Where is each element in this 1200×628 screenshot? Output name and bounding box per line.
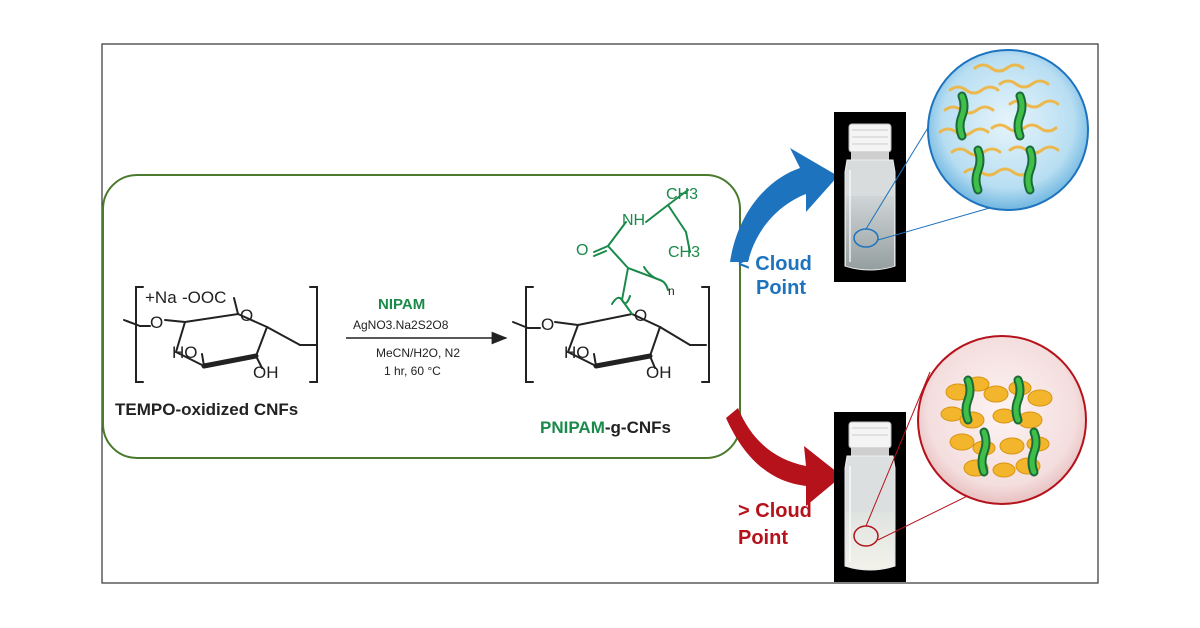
reactant-link-o: O bbox=[150, 313, 164, 332]
product-ho: HO bbox=[564, 343, 590, 362]
product-link-o: O bbox=[541, 315, 555, 334]
condition-1: AgNO3.Na2S2O8 bbox=[353, 318, 449, 332]
product-carbonyl-o: O bbox=[576, 242, 589, 259]
condition-2: MeCN/H2O, N2 bbox=[376, 346, 461, 360]
bubble-dispersed bbox=[927, 49, 1089, 211]
below-cloud-point-label-2: Point bbox=[756, 277, 806, 299]
zoom-line-blue-bottom bbox=[877, 204, 1001, 241]
reactant-label: TEMPO-oxidized CNFs bbox=[115, 400, 299, 419]
below-cloud-point-label: < Cloud bbox=[738, 252, 812, 276]
product-n-subscript: n bbox=[668, 284, 675, 298]
below-sign: < bbox=[738, 253, 750, 275]
reaction-box bbox=[102, 174, 741, 459]
product-label: PNIPAM-g-CNFs bbox=[540, 418, 671, 438]
reactant-oh: OH bbox=[253, 363, 279, 382]
product-label-rest: -g-CNFs bbox=[604, 418, 671, 437]
above-cloud-point-label-2: Point bbox=[738, 527, 788, 549]
pnipam-graft bbox=[593, 189, 691, 315]
product-nh: NH bbox=[622, 212, 646, 229]
vial-cloudy bbox=[834, 412, 906, 582]
product-oh: OH bbox=[646, 363, 672, 382]
bubble-aggregated bbox=[917, 335, 1087, 505]
product-label-pnipam: PNIPAM bbox=[540, 418, 605, 437]
above-sign: > bbox=[738, 500, 750, 522]
reactant-ho: HO bbox=[172, 343, 198, 362]
zoom-line-red-top bbox=[865, 371, 931, 527]
product-ring-o: O bbox=[634, 306, 648, 325]
product-structure bbox=[512, 286, 710, 383]
product-ch3-top: CH3 bbox=[666, 186, 699, 203]
reactant-carboxylate: -OOC bbox=[182, 288, 227, 307]
reactant-ring-o: O bbox=[240, 306, 254, 325]
reactant-cation: +Na bbox=[145, 288, 177, 307]
blue-curved-arrow bbox=[730, 148, 838, 262]
condition-3: 1 hr, 60 °C bbox=[384, 364, 441, 378]
above-cloud-point-label: > Cloud bbox=[738, 500, 812, 523]
reactant-structure bbox=[123, 286, 318, 383]
red-curved-arrow bbox=[726, 408, 842, 506]
below-line1: Cloud bbox=[755, 253, 812, 275]
product-ch3-bottom: CH3 bbox=[668, 244, 701, 261]
above-line1: Cloud bbox=[755, 500, 812, 522]
reagent-label: NIPAM bbox=[378, 296, 426, 313]
vial-clear bbox=[834, 112, 906, 282]
